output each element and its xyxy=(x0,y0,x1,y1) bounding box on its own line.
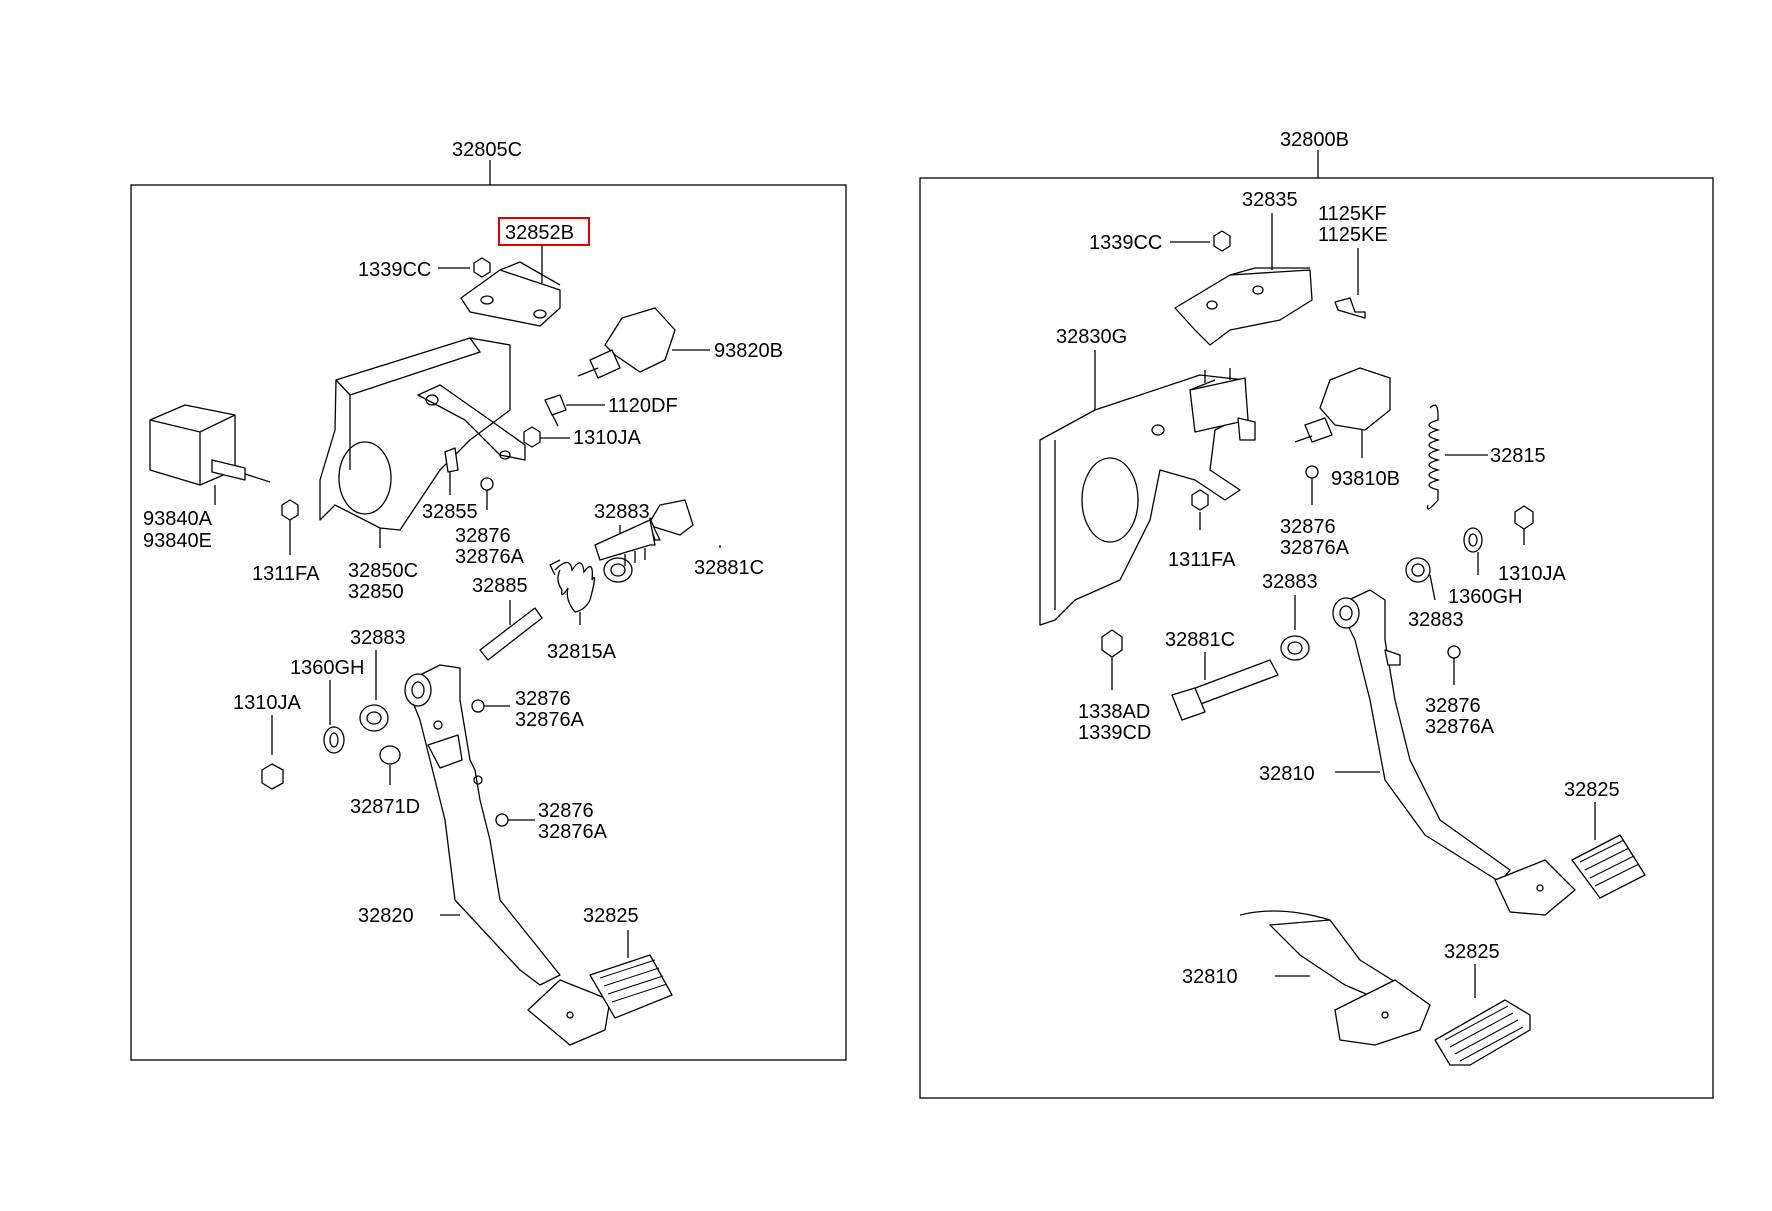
label-1310ja-right[interactable]: 1310JA xyxy=(1498,563,1566,585)
bolt-1125-part xyxy=(1334,297,1366,319)
bushing-icon xyxy=(1305,465,1319,479)
label-32815a[interactable]: 32815A xyxy=(547,641,617,663)
label-1339cd[interactable]: 1339CD xyxy=(1078,722,1151,744)
label-32830g[interactable]: 32830G xyxy=(1056,326,1127,348)
label-32815[interactable]: 32815 xyxy=(1490,445,1546,467)
highlighted-label-box[interactable] xyxy=(498,217,590,246)
label-1339cc-left[interactable]: 1339CC xyxy=(358,259,431,281)
pedal-pad-bottom-right xyxy=(1434,999,1531,1066)
sleeve-part xyxy=(479,607,543,661)
nut-icon xyxy=(473,257,491,278)
label-93840a[interactable]: 93840A xyxy=(143,508,213,530)
label-32881c-left[interactable]: 32881C xyxy=(694,557,764,579)
label-1311fa-left[interactable]: 1311FA xyxy=(252,563,320,585)
label-32876-b1-right[interactable]: 32876 xyxy=(1425,695,1481,717)
right-assembly-frame xyxy=(919,177,1714,1099)
label-93840e[interactable]: 93840E xyxy=(143,530,212,552)
label-1339cc-right[interactable]: 1339CC xyxy=(1089,232,1162,254)
nut-icon xyxy=(1101,629,1123,658)
label-32825-bottom-right[interactable]: 32825 xyxy=(1444,941,1500,963)
pedal-pad-top-right xyxy=(1571,834,1646,899)
label-32825-top-right[interactable]: 32825 xyxy=(1564,779,1620,801)
label-32820[interactable]: 32820 xyxy=(358,905,414,927)
left-assembly-title[interactable]: 32805C xyxy=(452,139,522,161)
washer-icon xyxy=(1463,527,1483,553)
bushing-icon xyxy=(1447,645,1461,659)
bolt-1120df-part xyxy=(544,394,567,416)
nut-icon xyxy=(281,499,299,521)
label-32876a-a2[interactable]: 32876A xyxy=(455,546,525,568)
label-32810-lower[interactable]: 32810 xyxy=(1182,966,1238,988)
label-1120df[interactable]: 1120DF xyxy=(608,395,678,417)
switch-93810b-part xyxy=(1319,367,1391,431)
label-32876a-a2-right[interactable]: 32876A xyxy=(1280,537,1350,559)
right-assembly: 32800B 32835 1339CC 1125KF 1125KE 32830G… xyxy=(919,129,1714,1099)
label-1310ja-bottom[interactable]: 1310JA xyxy=(233,692,301,714)
label-32876-c1[interactable]: 32876 xyxy=(538,800,594,822)
label-93810b[interactable]: 93810B xyxy=(1331,468,1400,490)
label-1338ad[interactable]: 1338AD xyxy=(1078,701,1150,723)
label-32876a-b2-right[interactable]: 32876A xyxy=(1425,716,1495,738)
bracket-32835-part xyxy=(1174,269,1313,346)
pedal-arm-32810-part xyxy=(1337,589,1511,883)
bushing-icon xyxy=(1280,635,1310,661)
bushing-icon xyxy=(359,704,389,732)
spring-32815-part xyxy=(1426,404,1441,510)
label-1310ja-mid[interactable]: 1310JA xyxy=(573,427,641,449)
bushing-icon xyxy=(471,699,485,713)
label-32876a-b2[interactable]: 32876A xyxy=(515,709,585,731)
label-32881c-right[interactable]: 32881C xyxy=(1165,629,1235,651)
label-32850c[interactable]: 32850C xyxy=(348,560,418,582)
label-32883-top-right[interactable]: 32883 xyxy=(1262,571,1318,593)
pedal-foot-plate-right xyxy=(1494,859,1576,916)
label-32855[interactable]: 32855 xyxy=(422,501,478,523)
label-32810-upper[interactable]: 32810 xyxy=(1259,763,1315,785)
bushing-icon xyxy=(1405,557,1431,583)
pin-part xyxy=(444,447,459,473)
label-32876-b1[interactable]: 32876 xyxy=(515,688,571,710)
bolt-32881c-part xyxy=(647,499,694,536)
label-32835[interactable]: 32835 xyxy=(1242,189,1298,211)
label-32852b[interactable]: 32852B xyxy=(505,222,574,244)
label-32825-left[interactable]: 32825 xyxy=(583,905,639,927)
label-32876-a1-right[interactable]: 32876 xyxy=(1280,516,1336,538)
label-32876-a1[interactable]: 32876 xyxy=(455,525,511,547)
nut-icon xyxy=(261,763,284,790)
label-32850[interactable]: 32850 xyxy=(348,581,404,603)
washer-icon xyxy=(323,726,345,754)
small-bracket-part xyxy=(460,269,561,327)
label-32871d[interactable]: 32871D xyxy=(350,796,420,818)
bushing-icon xyxy=(480,477,494,491)
collar-icon xyxy=(379,745,401,765)
label-1125kf[interactable]: 1125KF xyxy=(1318,203,1387,225)
label-32876a-c2[interactable]: 32876A xyxy=(538,821,608,843)
label-32883-right[interactable]: 32883 xyxy=(1408,609,1464,631)
label-93820b[interactable]: 93820B xyxy=(714,340,783,362)
bolt-shaft xyxy=(594,519,656,561)
label-1311fa-right[interactable]: 1311FA xyxy=(1168,549,1236,571)
pedal-bracket-housing xyxy=(319,337,511,531)
left-assembly-frame xyxy=(130,184,847,1061)
label-32885[interactable]: 32885 xyxy=(472,575,528,597)
nut-icon xyxy=(1514,505,1534,530)
right-assembly-title[interactable]: 32800B xyxy=(1280,129,1349,151)
nut-icon xyxy=(1213,230,1231,252)
label-32883-left[interactable]: 32883 xyxy=(350,627,406,649)
switch-93820b-part xyxy=(604,307,676,373)
left-assembly: 32805C 32852B 1339CC 93820B 1120D xyxy=(130,139,847,1061)
label-32883-top[interactable]: 32883 xyxy=(594,501,650,523)
nut-icon xyxy=(1191,489,1209,511)
label-1360gh-left[interactable]: 1360GH xyxy=(290,657,365,679)
label-1125ke[interactable]: 1125KE xyxy=(1318,224,1388,246)
bushing-icon xyxy=(495,813,509,827)
bushing-icon xyxy=(603,557,633,583)
label-1360gh-right[interactable]: 1360GH xyxy=(1448,586,1523,608)
nut-icon xyxy=(523,426,541,448)
bolt-32881c-right-shaft xyxy=(1189,659,1279,706)
spring-part xyxy=(549,559,596,613)
